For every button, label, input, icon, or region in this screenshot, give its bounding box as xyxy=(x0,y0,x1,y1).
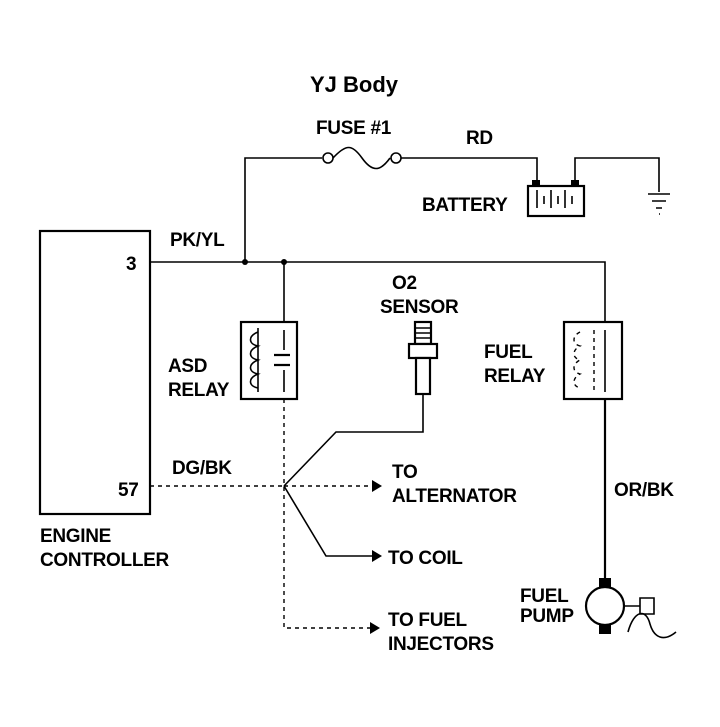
fuel-relay-label-2: RELAY xyxy=(484,366,546,387)
wire-pkyl xyxy=(150,261,606,322)
asd-relay-label-2: RELAY xyxy=(168,380,230,401)
fuel-pump-label-2: PUMP xyxy=(520,606,574,627)
fuel-relay-label-1: FUEL xyxy=(484,342,533,363)
junction-dot xyxy=(242,259,248,265)
fuse-label: FUSE #1 xyxy=(316,118,392,139)
wire-to-coil xyxy=(283,485,372,557)
to-injectors-label-2: INJECTORS xyxy=(388,634,494,655)
engine-controller-box xyxy=(38,229,152,516)
to-coil-label: TO COIL xyxy=(388,548,463,569)
battery-label: BATTERY xyxy=(422,195,508,216)
pin-57-label: 57 xyxy=(118,480,139,501)
dgbk-label: DG/BK xyxy=(172,458,232,479)
orbk-label: OR/BK xyxy=(614,480,674,501)
pin-3-label: 3 xyxy=(126,254,136,275)
wire-pkyl-to-fuse xyxy=(244,157,322,262)
to-alternator-label-1: TO xyxy=(392,462,417,483)
arrow-injectors-icon xyxy=(370,622,380,634)
wire-battery-ground xyxy=(574,157,660,192)
to-injectors-label-1: TO FUEL xyxy=(388,610,468,631)
rd-label: RD xyxy=(466,128,493,149)
fuel-relay-symbol xyxy=(562,320,624,401)
ground-icon xyxy=(648,193,670,215)
asd-relay-label-1: ASD xyxy=(168,356,207,377)
arrow-coil-icon xyxy=(372,550,382,562)
engine-controller-label-1: ENGINE xyxy=(40,526,111,547)
o2-label-1: O2 xyxy=(392,273,417,294)
to-alternator-label-2: ALTERNATOR xyxy=(392,486,517,507)
arrow-alternator-icon xyxy=(372,480,382,492)
o2-label-2: SENSOR xyxy=(380,297,459,318)
fuse-symbol xyxy=(322,146,402,170)
diagram-title: YJ Body xyxy=(310,72,399,97)
engine-controller-label-2: CONTROLLER xyxy=(40,550,170,571)
fuel-pump-symbol xyxy=(584,578,677,639)
wire-asd-to-injectors xyxy=(283,399,370,629)
battery-symbol xyxy=(526,180,586,218)
asd-relay-symbol xyxy=(239,320,299,401)
wire-rd xyxy=(401,157,538,182)
pkyl-label: PK/YL xyxy=(170,230,225,251)
fuel-pump-label-1: FUEL xyxy=(520,586,569,607)
o2-sensor-symbol xyxy=(283,320,439,487)
